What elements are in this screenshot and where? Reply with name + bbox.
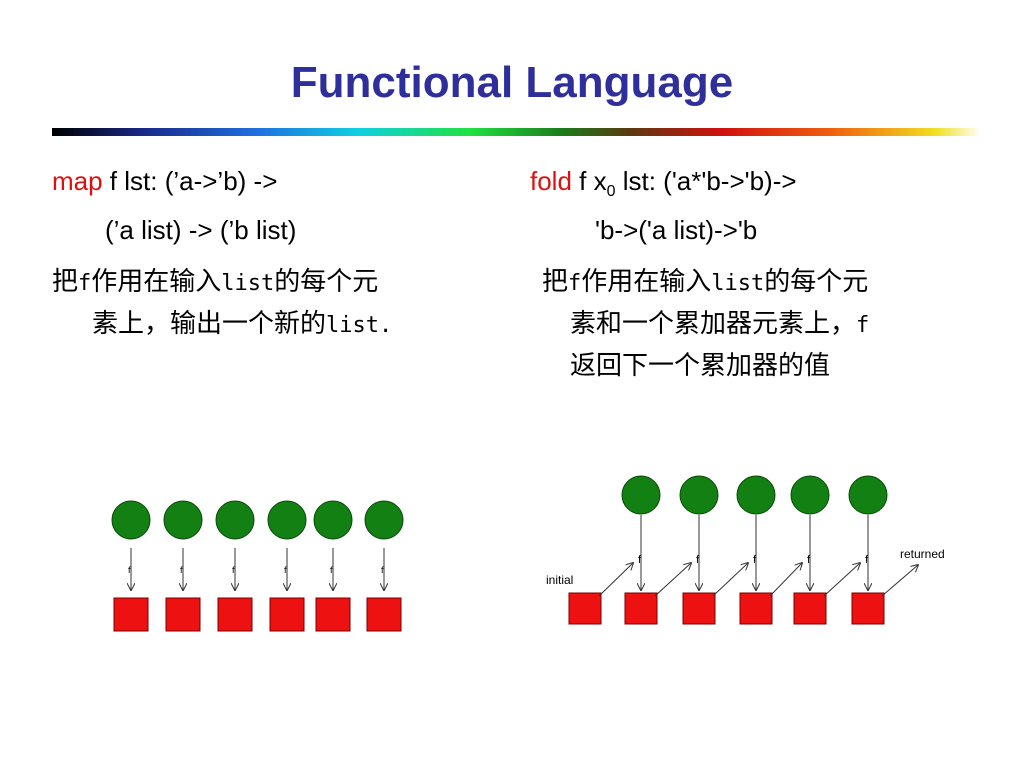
map-input-circle (313, 500, 353, 540)
fold-f-label: f (638, 554, 642, 566)
map-arrow-label: f (232, 565, 235, 575)
map-output-square (315, 597, 351, 632)
fold-f-label: f (696, 554, 700, 566)
fold-f-label: f (865, 554, 869, 566)
fold-description-line3: 返回下一个累加器的值 (570, 351, 831, 381)
fold-f-label: f (753, 554, 757, 566)
map-description-line2: 素上，输出一个新的list. (92, 309, 393, 339)
fold-f-label: f (807, 554, 811, 566)
map-arrow-label: f (128, 565, 131, 575)
map-signature-line1: map f lst: (’a->’b) -> (52, 166, 278, 196)
fold-accumulator-square (739, 592, 773, 625)
map-arrow-label: f (284, 565, 287, 575)
fold-initial-square (568, 592, 602, 625)
fold-accumulator-arrow (823, 563, 860, 597)
fold-signature-line2: 'b->('a list)->'b (595, 215, 758, 245)
map-output-square (217, 597, 253, 632)
returned-label: returned (900, 547, 945, 561)
map-input-circle (163, 500, 203, 540)
fold-input-circle (848, 475, 888, 515)
initial-label: initial (546, 573, 573, 587)
gradient-divider (52, 128, 982, 136)
fold-accumulator-arrow (712, 563, 748, 597)
fold-input-circle (736, 475, 776, 515)
map-signature-line2: (’a list) -> (’b list) (105, 215, 297, 245)
fold-signature-line1: fold f x0 lst: ('a*'b->'b)-> (530, 166, 797, 201)
fold-description-line2: 素和一个累加器元素上，f (570, 309, 870, 339)
map-arrow-label: f (330, 565, 333, 575)
fold-accumulator-square (624, 592, 658, 625)
fold-accumulator-arrow (654, 563, 691, 597)
fold-input-circle (621, 475, 661, 515)
fold-accumulator-square (851, 592, 885, 625)
fold-accumulator-square (682, 592, 716, 625)
fold-input-circle (790, 475, 830, 515)
map-input-circle (215, 500, 255, 540)
map-arrow-label: f (180, 565, 183, 575)
map-arrow-label: f (381, 565, 384, 575)
map-keyword: map (52, 166, 103, 196)
map-output-square (269, 597, 305, 632)
map-input-circle (111, 500, 151, 540)
map-input-circle (267, 500, 307, 540)
fold-accumulator-arrow (598, 563, 633, 597)
map-output-square (165, 597, 201, 632)
fold-input-circle (679, 475, 719, 515)
slide-title: Functional Language (290, 58, 734, 107)
fold-keyword: fold (530, 166, 572, 196)
fold-accumulator-square (793, 592, 827, 625)
map-output-square (113, 597, 149, 632)
fold-description-line1: 把f作用在输入list的每个元 (542, 267, 869, 297)
map-input-circle (364, 500, 404, 540)
map-output-square (366, 597, 402, 632)
fold-accumulator-arrow (769, 563, 802, 597)
fold-accumulator-arrow (881, 565, 918, 597)
map-description-line1: 把f作用在输入list的每个元 (52, 267, 379, 297)
